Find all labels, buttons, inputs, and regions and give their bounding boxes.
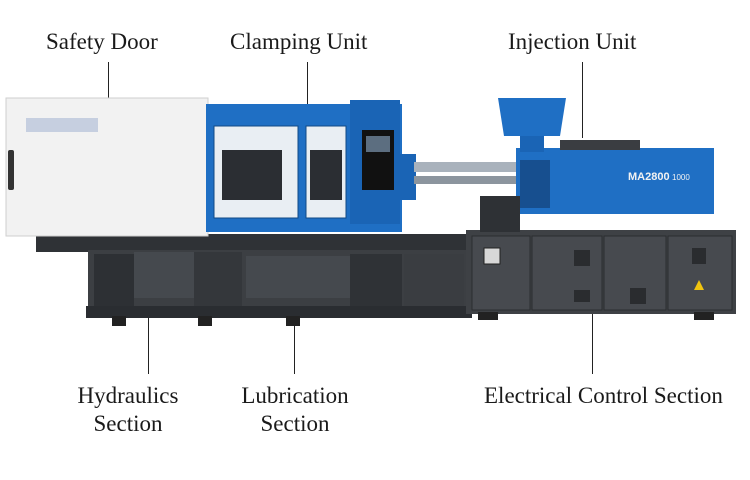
model-plate: MA2800 (628, 171, 670, 183)
safety-door (5, 97, 209, 237)
leader-lubrication (294, 314, 295, 374)
label-injection-unit: Injection Unit (508, 29, 637, 54)
label-safety-door: Safety Door (46, 29, 158, 54)
label-clamping-unit: Clamping Unit (230, 29, 368, 54)
label-lubrication-section: Lubrication Section (226, 382, 364, 438)
hydraulics-line-2: Section (93, 411, 163, 436)
machine-base (36, 234, 472, 326)
brand-logo (26, 118, 98, 132)
label-electrical-control-section: Electrical Control Section (484, 383, 723, 408)
tie-bar (414, 176, 524, 184)
lubrication-line-1: Lubrication (241, 383, 349, 408)
hydraulics-line-1: Hydraulics (77, 383, 179, 408)
model-suffix: 1000 (672, 173, 690, 182)
label-hydraulics-section: Hydraulics Section (68, 382, 188, 438)
leader-electrical (592, 314, 593, 374)
leader-hydraulics (148, 314, 149, 374)
electrical-cabinet (466, 230, 736, 320)
lubrication-line-2: Section (260, 411, 330, 436)
leader-safety-door (108, 62, 109, 98)
tie-bar (414, 162, 524, 172)
leader-injection-unit (582, 62, 583, 138)
clamping-unit (206, 100, 416, 232)
injection-unit (480, 98, 714, 232)
leader-clamping-unit (307, 62, 308, 104)
